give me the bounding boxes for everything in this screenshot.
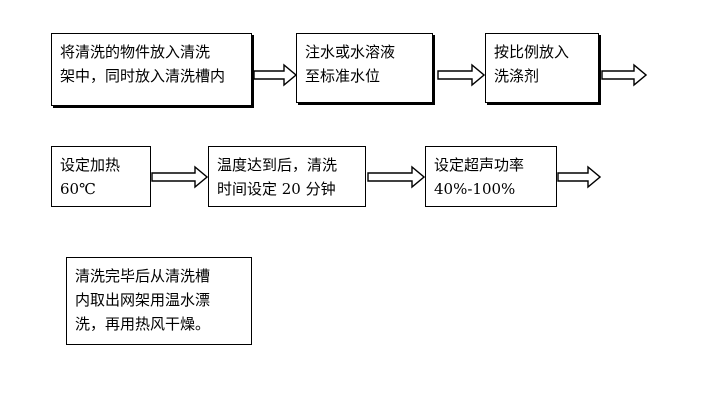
step-box-fill-water: 注水或水溶液 至标准水位 (296, 33, 433, 103)
arrow-2-to-3 (437, 63, 485, 87)
step-box-rinse-dry: 清洗完毕后从清洗槽 内取出网架用温水漂 洗，再用热风干燥。 (66, 257, 252, 345)
step-text-rinse-dry: 清洗完毕后从清洗槽 内取出网架用温水漂 洗，再用热风干燥。 (75, 267, 211, 333)
arrow-3-out (601, 63, 647, 87)
step-box-load-items: 将清洗的物件放入清洗 架中，同时放入清洗槽内 (51, 33, 252, 106)
step-text-fill-water: 注水或水溶液 至标准水位 (305, 43, 396, 85)
step-box-add-detergent: 按比例放入 洗涤剂 (485, 33, 599, 103)
arrow-4-to-5 (151, 165, 208, 189)
step-text-set-time: 温度达到后，清洗 时间设定 20 分钟 (217, 156, 338, 198)
step-text-set-heating: 设定加热 60℃ (60, 156, 121, 198)
step-box-set-power: 设定超声功率 40%-100% (425, 146, 557, 207)
step-text-load-items: 将清洗的物件放入清洗 架中，同时放入清洗槽内 (60, 43, 226, 85)
arrow-1-to-2 (253, 63, 297, 87)
step-box-set-time: 温度达到后，清洗 时间设定 20 分钟 (208, 146, 366, 207)
step-text-add-detergent: 按比例放入 洗涤剂 (494, 43, 570, 85)
arrow-6-out (557, 165, 601, 189)
step-box-set-heating: 设定加热 60℃ (51, 146, 151, 207)
arrow-5-to-6 (367, 165, 425, 189)
step-text-set-power: 设定超声功率 40%-100% (434, 156, 525, 198)
